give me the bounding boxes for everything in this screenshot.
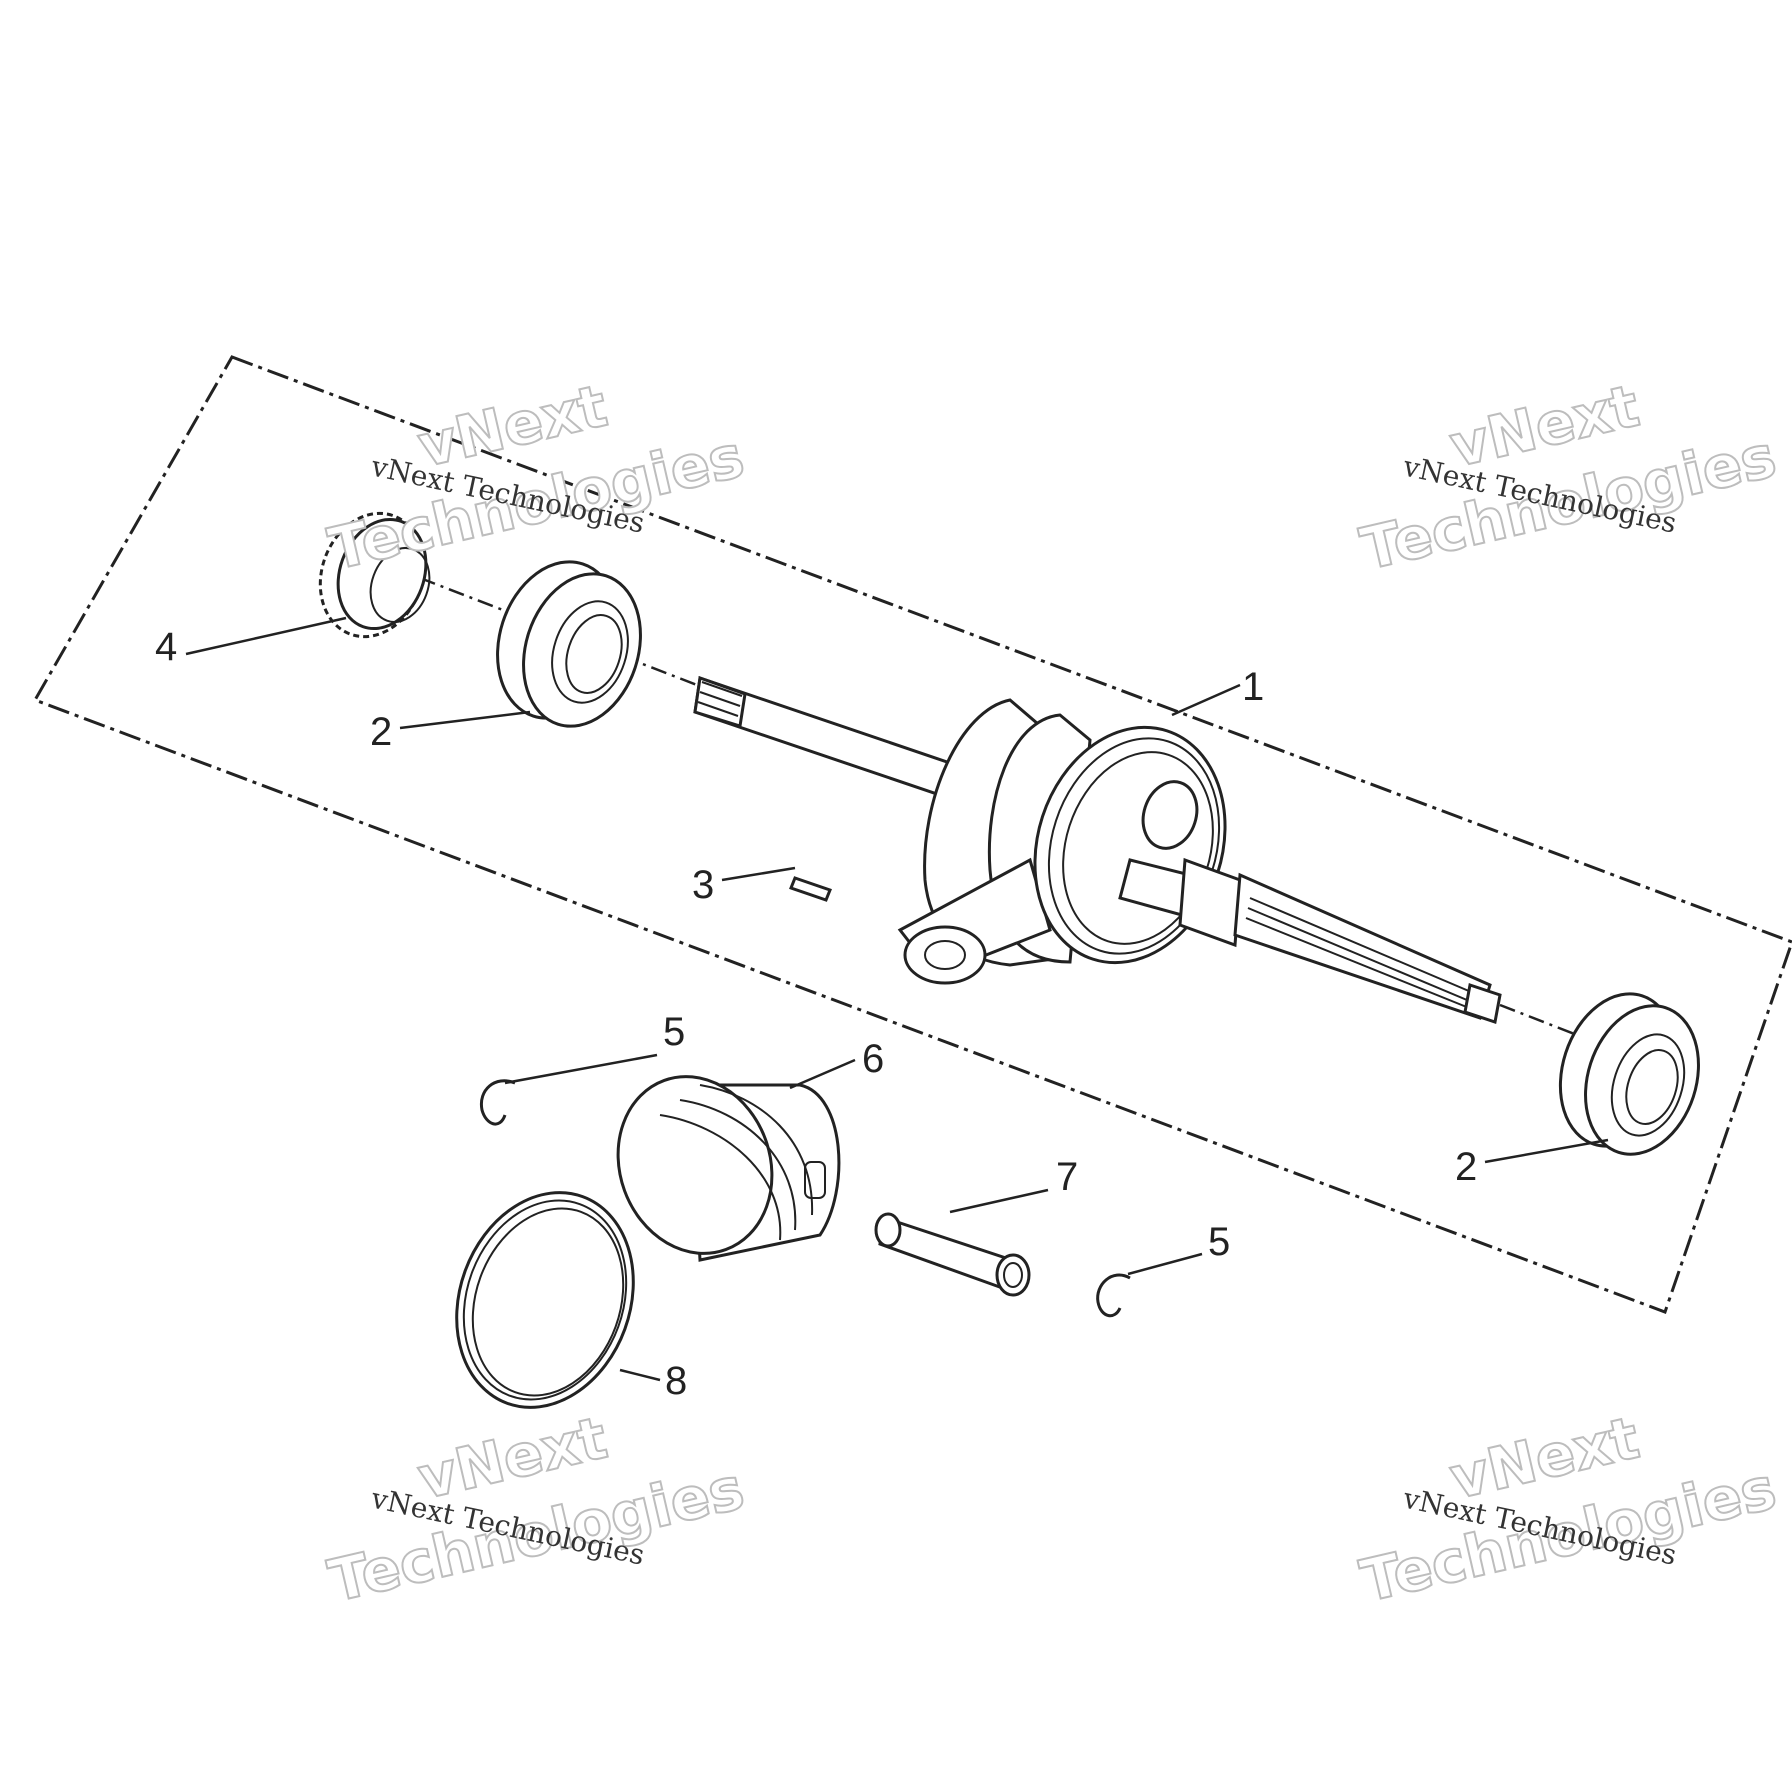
callout-5-left: 5 [663,1010,685,1054]
callout-2-right: 2 [1455,1145,1477,1189]
crankshaft-assembly-boundary [32,355,1792,1314]
callout-6: 6 [862,1037,884,1081]
callout-5-right: 5 [1208,1220,1230,1264]
part-7-piston-pin [874,1212,1031,1297]
part-6-piston [616,1075,841,1262]
part-2-bearing-right [1558,992,1700,1156]
part-2-bearing-left [496,560,642,728]
callout-1: 1 [1242,665,1264,709]
part-5-clip-left [479,1079,516,1126]
callout-3: 3 [692,863,714,907]
part-8-piston-rings [455,1191,635,1409]
part-1-crankshaft [693,675,1502,1024]
callout-2-left: 2 [370,710,392,754]
part-4-gear [318,511,431,639]
part-5-clip-right [1096,1273,1131,1318]
part-3-woodruff-key [789,876,832,902]
callout-4: 4 [155,625,177,669]
callout-7: 7 [1056,1155,1078,1199]
spline-hatching [1245,897,1491,1015]
leader-lines [185,616,1609,1382]
callout-8: 8 [665,1359,687,1403]
